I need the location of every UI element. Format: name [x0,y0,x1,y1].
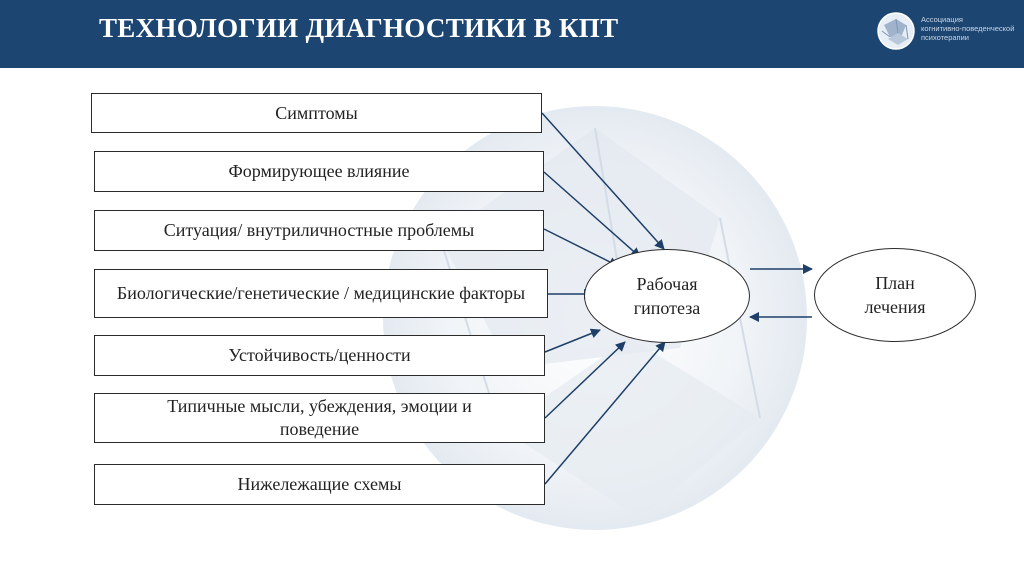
factor-box-formative-influence: Формирующее влияние [94,151,544,192]
arrow-symptoms [541,112,665,250]
working-hypothesis-node: Рабочая гипотеза [584,249,750,343]
factor-box-situation: Ситуация/ внутриличностные проблемы [94,210,544,251]
header-bar: ТЕХНОЛОГИИ ДИАГНОСТИКИ В КПТ Ассоциация … [0,0,1024,68]
arrow-schemas [544,341,666,485]
logo-caption: Ассоциация когнитивно-поведенческой псих… [921,15,1015,42]
hypothesis-line-2: гипотеза [633,298,701,318]
arrow-situation [543,228,619,267]
treatment-plan-node: План лечения [814,248,976,342]
arrow-formative-influence [543,171,641,258]
globe-logo-icon [877,12,915,50]
plan-line-1: План [875,273,915,293]
factor-box-symptoms: Симптомы [91,93,542,133]
factor-box-typical-thoughts: Типичные мысли, убеждения, эмоции и пове… [94,393,545,443]
association-logo: Ассоциация когнитивно-поведенческой псих… [876,11,1016,53]
arrow-typical-thoughts [544,341,626,419]
plan-line-2: лечения [864,297,926,317]
hypothesis-line-1: Рабочая [636,274,698,294]
factor-box-schemas: Нижележащие схемы [94,464,545,505]
page-title: ТЕХНОЛОГИИ ДИАГНОСТИКИ В КПТ [99,13,619,43]
factor-box-biological: Биологические/генетические / медицинские… [94,269,548,318]
arrow-resilience [544,328,601,353]
factor-box-resilience: Устойчивость/ценности [94,335,545,376]
